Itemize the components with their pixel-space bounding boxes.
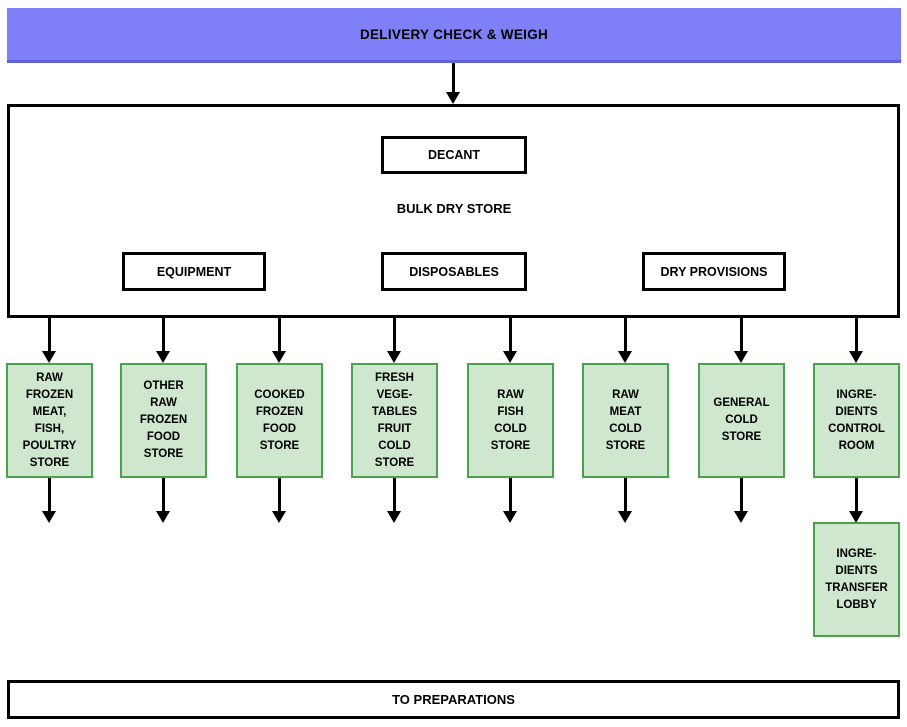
store-raw-fish-cold: RAW FISH COLD STORE — [467, 363, 554, 478]
down-arrow-connector — [42, 478, 57, 523]
store-raw-frozen-meat-fish-poultry: RAW FROZEN MEAT, FISH, POULTRY STORE — [6, 363, 93, 478]
down-arrow-connector — [272, 318, 287, 363]
down-arrow-connector — [503, 478, 518, 523]
down-arrow-connector — [849, 478, 864, 523]
store-ingredients-control-room: INGRE- DIENTS CONTROL ROOM — [813, 363, 900, 478]
down-arrow-connector — [387, 318, 402, 363]
store-other-raw-frozen-food: OTHER RAW FROZEN FOOD STORE — [120, 363, 207, 478]
dry-provisions-box: DRY PROVISIONS — [642, 252, 786, 291]
down-arrow-connector — [42, 318, 57, 363]
down-arrow-connector — [618, 318, 633, 363]
store-general-cold: GENERAL COLD STORE — [698, 363, 785, 478]
down-arrow-connector — [156, 478, 171, 523]
bulk-dry-store-label: BULK DRY STORE — [396, 201, 512, 216]
to-preparations-banner: TO PREPARATIONS — [7, 680, 900, 719]
delivery-check-weigh-banner: DELIVERY CHECK & WEIGH — [7, 8, 901, 63]
down-arrow-connector — [849, 318, 864, 363]
equipment-box: EQUIPMENT — [122, 252, 266, 291]
store-raw-meat-cold: RAW MEAT COLD STORE — [582, 363, 669, 478]
store-cooked-frozen-food: COOKED FROZEN FOOD STORE — [236, 363, 323, 478]
down-arrow-connector — [734, 478, 749, 523]
down-arrow-connector — [156, 318, 171, 363]
decant-box: DECANT — [381, 136, 527, 174]
down-arrow-connector — [734, 318, 749, 363]
down-arrow-connector — [446, 63, 461, 104]
down-arrow-connector — [387, 478, 402, 523]
disposables-box: DISPOSABLES — [381, 252, 527, 291]
down-arrow-connector — [618, 478, 633, 523]
ingredients-transfer-lobby-box: INGRE- DIENTS TRANSFER LOBBY — [813, 522, 900, 637]
down-arrow-connector — [503, 318, 518, 363]
store-fresh-vegetables-fruit-cold: FRESH VEGE- TABLES FRUIT COLD STORE — [351, 363, 438, 478]
down-arrow-connector — [272, 478, 287, 523]
